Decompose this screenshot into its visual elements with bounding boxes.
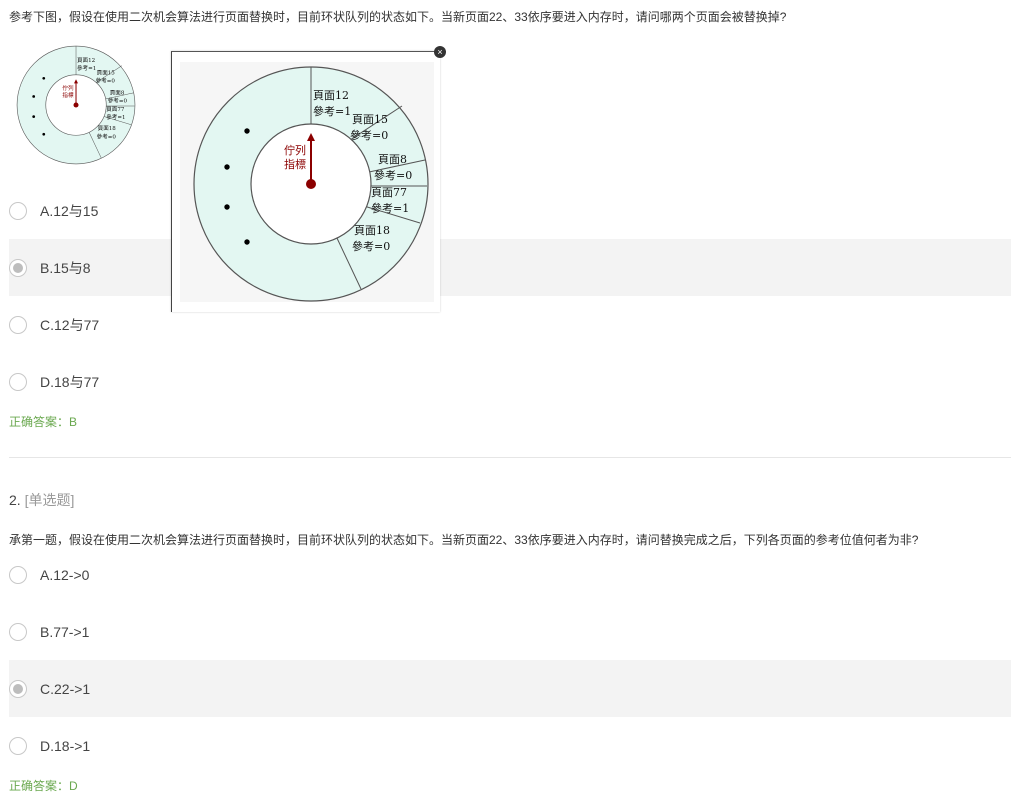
segment-page-label: 頁面15 [352,113,388,126]
question-type: [单选题] [24,492,75,508]
question-number: 2. [9,492,21,508]
segment-page-label: 頁面18 [354,224,390,237]
pointer-label: 佇列 [62,84,74,92]
radio-button[interactable] [9,258,27,277]
queue-diagram: 佇列 指標 頁面12 參考=1 頁面15 參考=0 頁面8 參考=0 頁面77 … [193,66,429,302]
q1-correct-answer: 正确答案：B [9,415,78,429]
option-label: A.12->0 [40,566,90,583]
segment-page-label: 頁面15 [97,69,116,76]
radio-button[interactable] [9,372,27,391]
radio-button[interactable] [9,679,27,698]
empty-slot-dot [32,115,36,118]
image-zoom-popup: × 佇列 指標 頁面12 參考=1 頁面15 [171,46,446,312]
pointer-label: 佇列 [284,143,306,157]
question-1-text: 参考下图，假设在使用二次机会算法进行页面替换时，目前环状队列的状态如下。当新页面… [9,10,787,24]
question-divider [9,457,1011,458]
option-label: C.22->1 [40,680,91,697]
pointer-label: 指標 [284,157,306,171]
q1-option-b[interactable]: B.15与8 [9,239,1011,296]
q2-option-d[interactable]: D.18->1 [9,717,1011,774]
q2-option-b[interactable]: B.77->1 [9,603,1011,660]
segment-ref-label: 參考=1 [106,113,125,121]
segment-ref-label: 參考=0 [352,239,390,253]
segment-page-label: 頁面77 [106,106,125,113]
option-label: D.18->1 [40,737,91,754]
segment-ref-label: 參考=1 [77,64,96,72]
option-label: A.12与15 [40,202,99,219]
segment-page-label: 頁面8 [378,153,407,166]
q1-option-c[interactable]: C.12与77 [9,296,1011,353]
radio-button[interactable] [9,565,27,584]
segment-ref-label: 參考=1 [371,201,409,215]
empty-slot-dot [32,95,36,98]
empty-slot-dot [244,239,250,245]
question-2-header: 2. [单选题] [9,490,74,510]
segment-ref-label: 參考=0 [108,96,128,104]
segment-ref-label: 參考=0 [374,168,412,182]
segment-ref-label: 參考=0 [97,132,117,140]
option-label: C.12与77 [40,316,100,333]
segment-page-label: 頁面12 [77,57,95,64]
q2-option-a[interactable]: A.12->0 [9,546,1011,603]
option-label: B.15与8 [40,259,91,276]
segment-page-label: 頁面12 [313,89,349,102]
option-label: D.18与77 [40,373,100,390]
segment-ref-label: 參考=1 [313,104,351,118]
question-2-text: 承第一题，假设在使用二次机会算法进行页面替换时，目前环状队列的状态如下。当新页面… [9,533,919,547]
empty-slot-dot [244,128,250,134]
empty-slot-dot [42,132,46,136]
radio-button[interactable] [9,736,27,755]
radio-button[interactable] [9,201,27,220]
q2-correct-answer: 正确答案：D [9,779,78,793]
radio-button[interactable] [9,315,27,334]
segment-page-label: 頁面8 [110,89,125,96]
segment-page-label: 頁面18 [98,125,117,132]
segment-ref-label: 參考=0 [350,128,388,142]
empty-slot-dot [42,76,46,80]
pointer-label: 指標 [62,91,74,99]
q1-option-d[interactable]: D.18与77 [9,353,1011,410]
empty-slot-dot [224,164,230,170]
close-icon[interactable]: × [434,46,446,58]
option-label: B.77->1 [40,623,90,640]
q2-option-c[interactable]: C.22->1 [9,660,1011,717]
segment-page-label: 頁面77 [371,186,407,199]
queue-diagram-thumbnail[interactable]: 佇列 指標 頁面12 參考=1 頁面15 參考=0 頁面8 參考=0 頁面77 … [10,40,138,168]
q1-option-a[interactable]: A.12与15 [9,182,1011,239]
radio-button[interactable] [9,622,27,641]
empty-slot-dot [224,204,230,210]
segment-ref-label: 參考=0 [96,76,116,84]
